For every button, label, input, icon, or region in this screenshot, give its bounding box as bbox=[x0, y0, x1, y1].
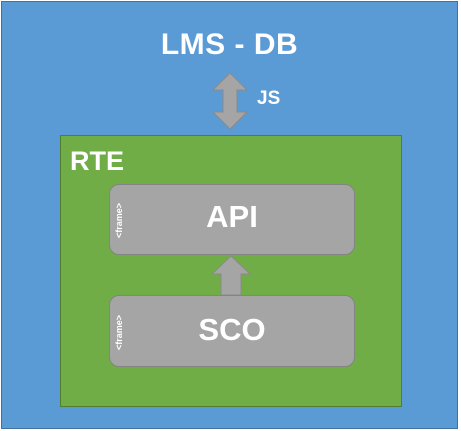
sco-to-api-up-arrow-icon bbox=[211, 255, 251, 296]
rte-title: RTE bbox=[70, 146, 124, 176]
rte-container: RTE <frame> API <frame> SCO bbox=[60, 135, 402, 407]
sco-frame-box: <frame> SCO bbox=[109, 295, 355, 367]
js-double-arrow-icon bbox=[212, 72, 248, 130]
js-label: JS bbox=[257, 88, 281, 109]
sco-label: SCO bbox=[198, 312, 266, 347]
api-frame-box: <frame> API bbox=[109, 184, 355, 255]
api-label: API bbox=[206, 199, 258, 234]
lms-db-title: LMS - DB bbox=[160, 28, 299, 61]
